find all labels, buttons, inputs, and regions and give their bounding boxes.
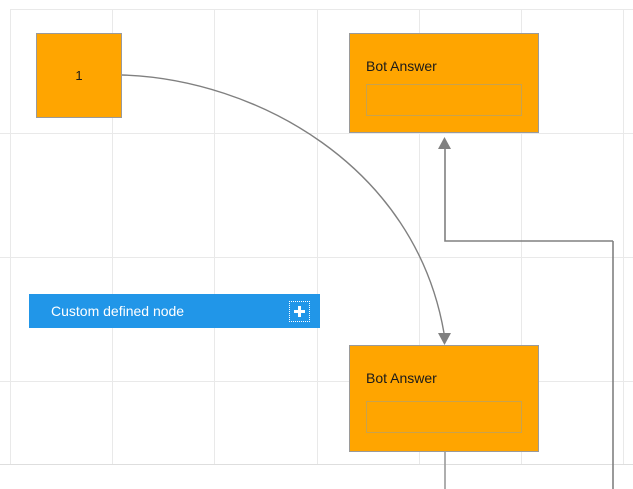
orthogonal-connector[interactable] — [438, 137, 613, 242]
bot-answer-node-bottom[interactable]: Bot Answer — [349, 345, 539, 452]
start-node-label: 1 — [75, 68, 83, 83]
bot-answer-title: Bot Answer — [366, 58, 437, 74]
bot-answer-title: Bot Answer — [366, 370, 437, 386]
start-node[interactable]: 1 — [36, 33, 122, 118]
bot-answer-text-field[interactable] — [366, 401, 522, 433]
bot-answer-text-field[interactable] — [366, 84, 522, 116]
custom-defined-node-label: Custom defined node — [51, 303, 185, 319]
plus-icon[interactable] — [289, 300, 310, 322]
bot-answer-node-top[interactable]: Bot Answer — [349, 33, 539, 133]
custom-defined-node-bar[interactable]: Custom defined node — [29, 294, 320, 328]
